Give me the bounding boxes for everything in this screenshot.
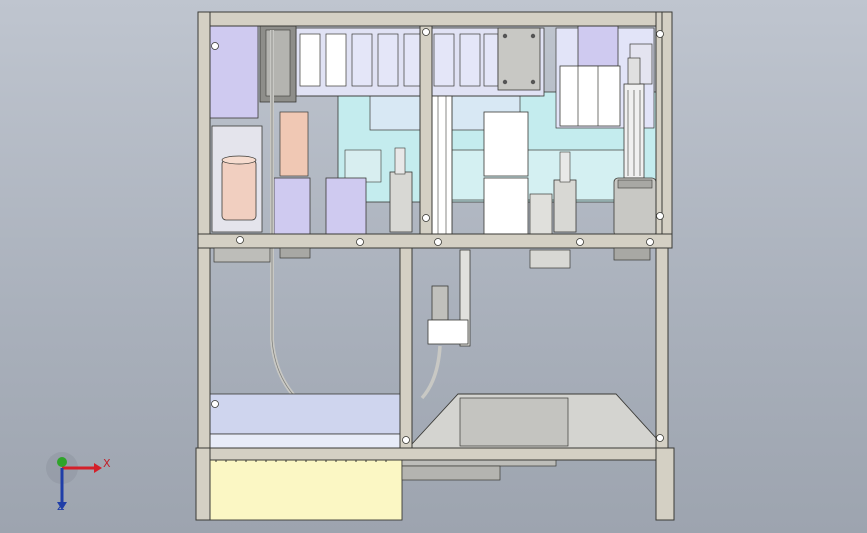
fasteners bbox=[211, 28, 664, 444]
lower-gripper bbox=[427, 249, 471, 347]
y-axis-dot bbox=[57, 457, 67, 467]
z-axis-label: Z bbox=[57, 500, 65, 513]
column-assembly bbox=[613, 57, 657, 237]
coordinate-triad: X Z bbox=[40, 450, 120, 520]
right-modules bbox=[559, 25, 653, 127]
left-modules bbox=[209, 25, 367, 235]
under-shelf-parts bbox=[213, 247, 651, 269]
bottom-trays bbox=[195, 393, 657, 521]
x-axis-label: X bbox=[103, 457, 111, 470]
main-frame bbox=[195, 11, 675, 521]
